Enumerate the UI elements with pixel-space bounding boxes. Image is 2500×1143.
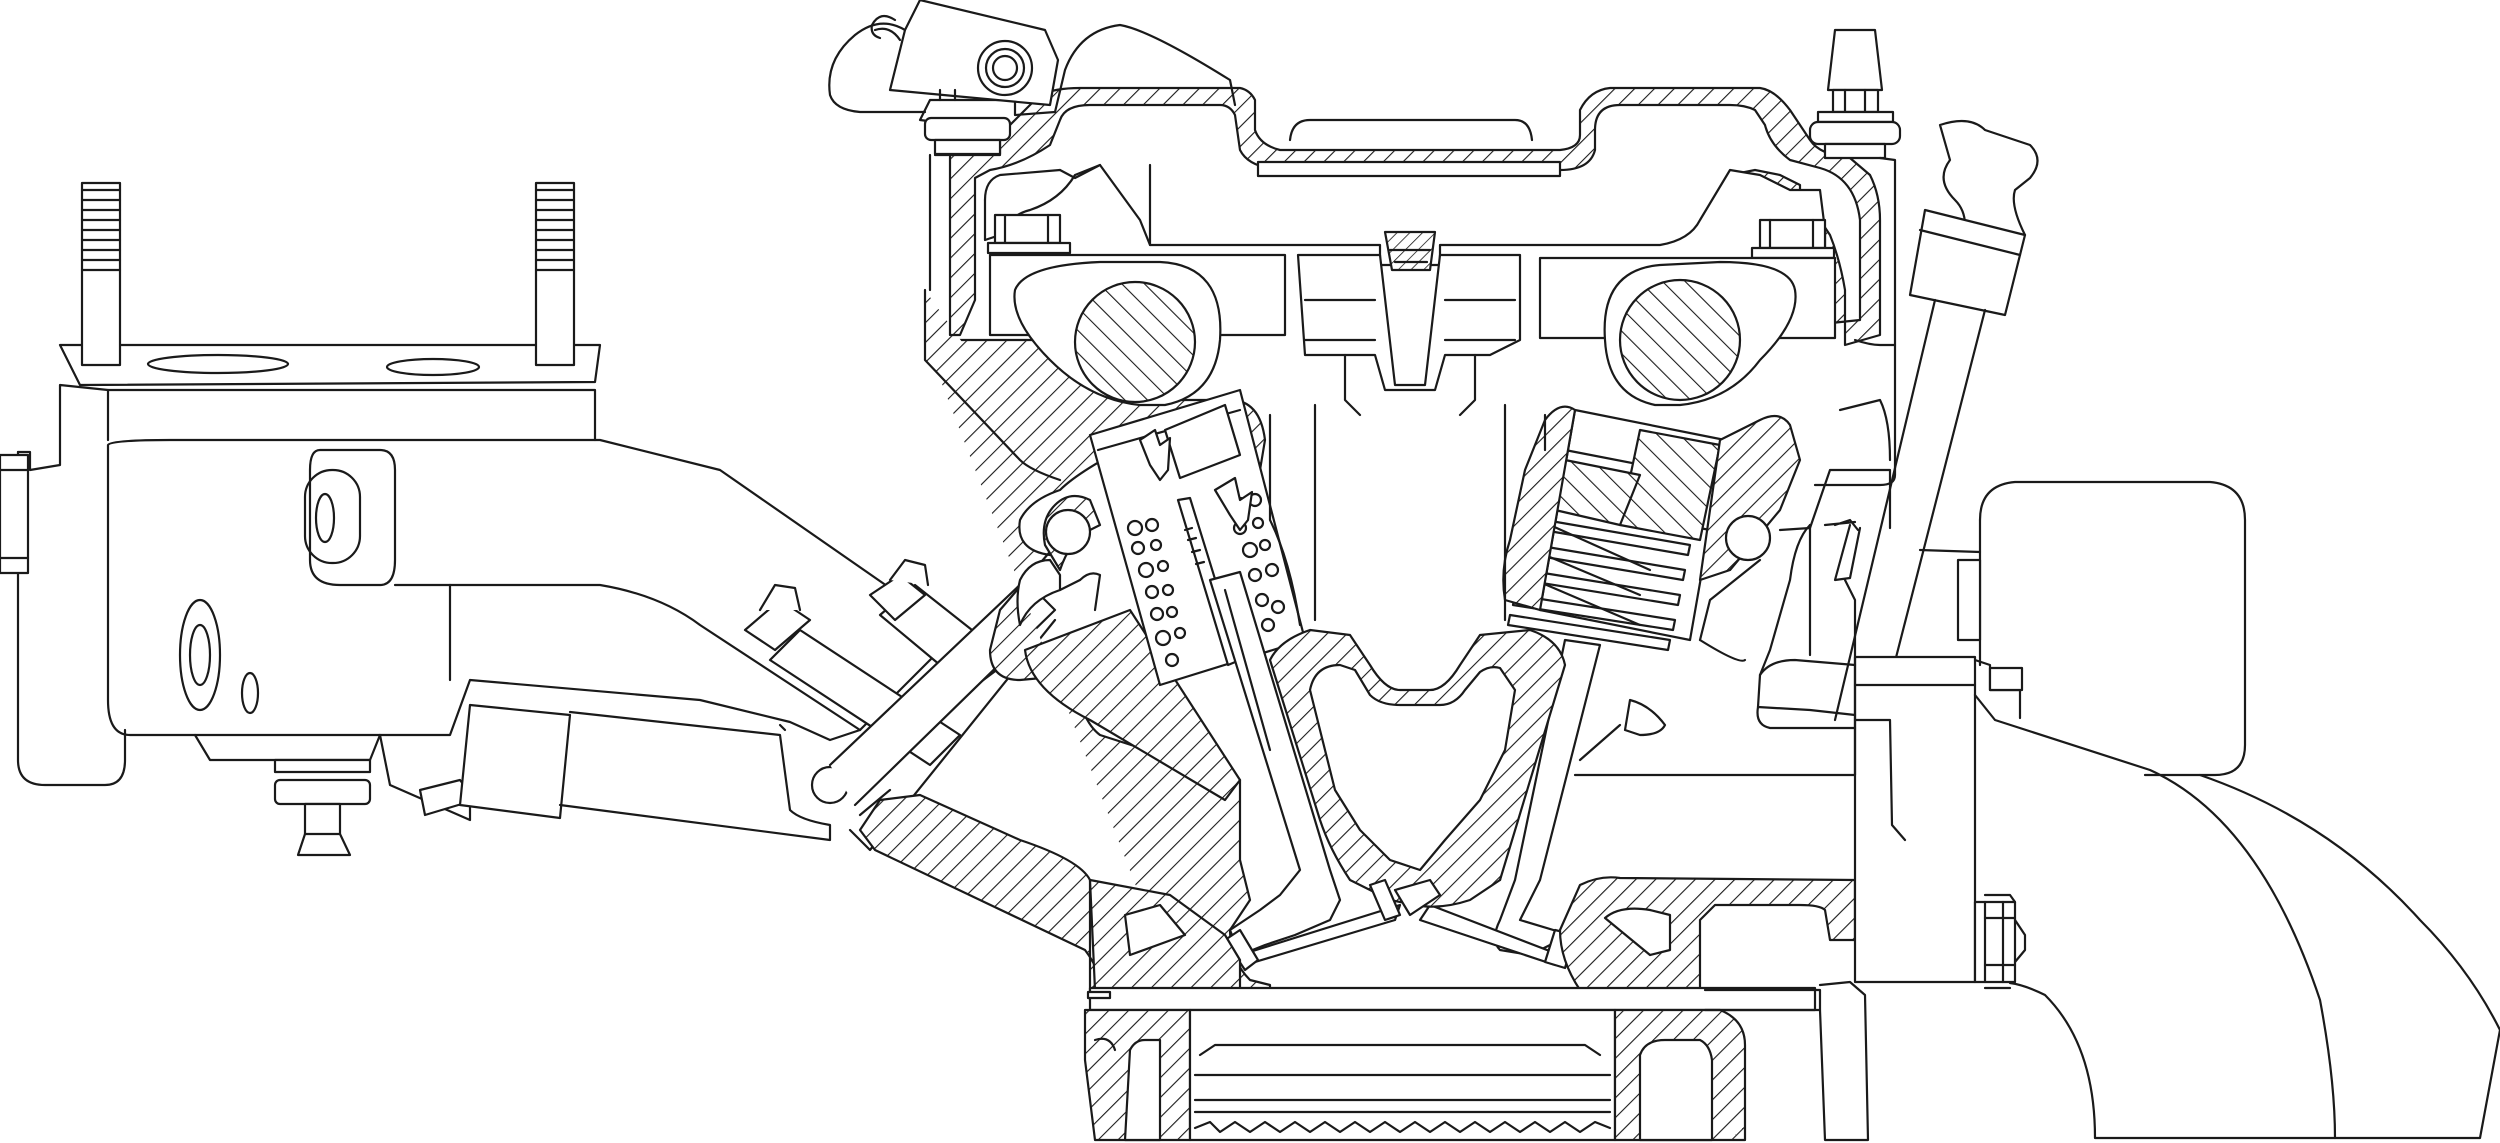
right-head-side-wall <box>1573 338 1897 777</box>
camshaft-icon-right <box>1603 260 1797 407</box>
dipstick-tube <box>1833 119 2039 722</box>
top-left-bracket <box>828 0 1237 292</box>
intake-valve-assembly <box>1023 388 1402 972</box>
camshaft-icon <box>1013 260 1222 407</box>
head-intake-flange <box>1016 558 1102 627</box>
combustion-chamber <box>1268 628 1567 922</box>
exhaust-manifold <box>1756 468 2500 1140</box>
engine-block <box>1083 876 1870 1142</box>
piston-icon <box>1188 1008 1617 1142</box>
top-right-sensor <box>1808 28 1902 487</box>
mounting-stud-left <box>80 181 122 367</box>
center-guides <box>1268 403 1547 627</box>
exhaust-valve-assembly <box>1418 405 1802 970</box>
mounting-stud-right <box>534 181 576 367</box>
valve-spring-icon-right <box>1506 518 1692 652</box>
cam-cap-bolt-left <box>986 213 1072 255</box>
intake-manifold <box>0 181 952 857</box>
cam-cap-bolt-right <box>1750 218 1836 260</box>
